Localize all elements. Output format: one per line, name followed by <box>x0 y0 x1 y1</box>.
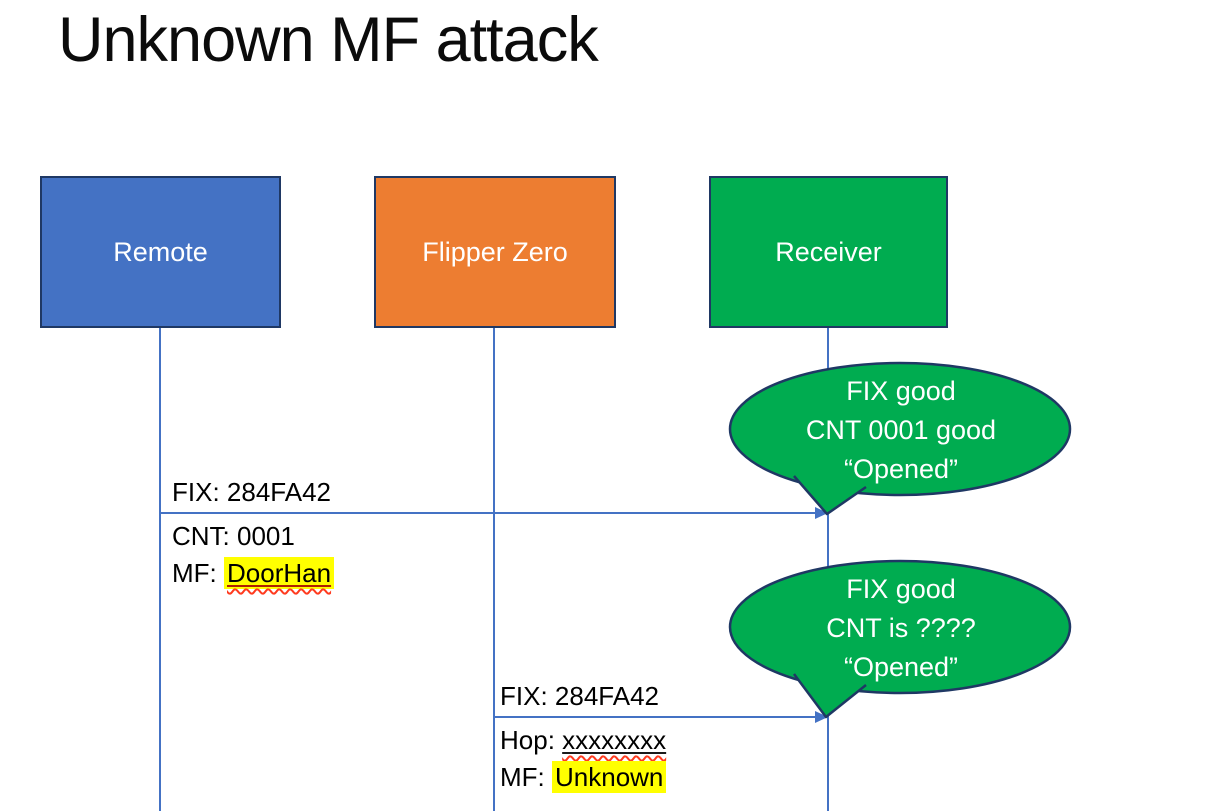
message-arrow-flipper-to-receiver <box>494 716 818 718</box>
lifeline-flipper <box>493 328 495 811</box>
mf-value-highlighted: Unknown <box>552 761 667 793</box>
callout1-line3: “Opened” <box>843 454 959 484</box>
callout2-text: FIX good CNT is ???? “Opened” <box>740 570 1062 687</box>
hop-value: xxxxxxxx <box>562 725 667 755</box>
mf-value-highlighted: DoorHan <box>224 557 335 589</box>
cnt-prefix: CNT: <box>172 521 237 551</box>
callout-bubble-cnt-unknown: FIX good CNT is ???? “Opened” <box>726 556 1076 726</box>
message-arrow-remote-to-receiver <box>160 512 818 514</box>
message2-detail-labels: Hop: xxxxxxxx MF: Unknown <box>500 722 667 796</box>
actor-box-remote: Remote <box>40 176 281 328</box>
callout1-text: FIX good CNT 0001 good “Opened” <box>740 372 1062 489</box>
callout1-line2: CNT 0001 good <box>805 415 997 445</box>
mf-value: DoorHan <box>227 558 332 588</box>
callout2-line1: FIX good <box>846 574 956 604</box>
mf-prefix: MF: <box>172 558 224 588</box>
callout2-line3: “Opened” <box>843 652 959 682</box>
actor-label-remote: Remote <box>113 236 208 267</box>
hop-value-squiggle: xxxxxxxx <box>562 725 666 755</box>
speech-bubble-shape <box>728 559 1072 719</box>
message2-fix-label: FIX: 284FA42 <box>500 681 659 711</box>
message2-hop-row: Hop: xxxxxxxx <box>500 722 666 759</box>
message1-fix-label: FIX: 284FA42 <box>172 477 331 507</box>
lifeline-remote <box>159 328 161 811</box>
message1-mf-row: MF: DoorHan <box>172 555 335 592</box>
hop-prefix: Hop: <box>500 725 563 755</box>
actor-label-flipper-zero: Flipper Zero <box>422 236 568 267</box>
mf-prefix: MF: <box>500 762 552 792</box>
message1-cnt-row: CNT: 0001 <box>172 518 334 555</box>
actor-box-receiver: Receiver <box>709 176 948 328</box>
cnt-value: 0001 <box>237 521 295 551</box>
callout-bubble-cnt-good: FIX good CNT 0001 good “Opened” <box>726 358 1076 528</box>
speech-bubble-shape <box>728 361 1072 516</box>
actor-box-flipper-zero: Flipper Zero <box>374 176 616 328</box>
page-title: Unknown MF attack <box>58 5 599 75</box>
callout2-line2: CNT is ???? <box>826 613 976 643</box>
message2-mf-row: MF: Unknown <box>500 759 667 796</box>
actor-label-receiver: Receiver <box>775 236 882 267</box>
message1-detail-labels: CNT: 0001 MF: DoorHan <box>172 518 335 592</box>
callout1-line1: FIX good <box>846 376 956 406</box>
